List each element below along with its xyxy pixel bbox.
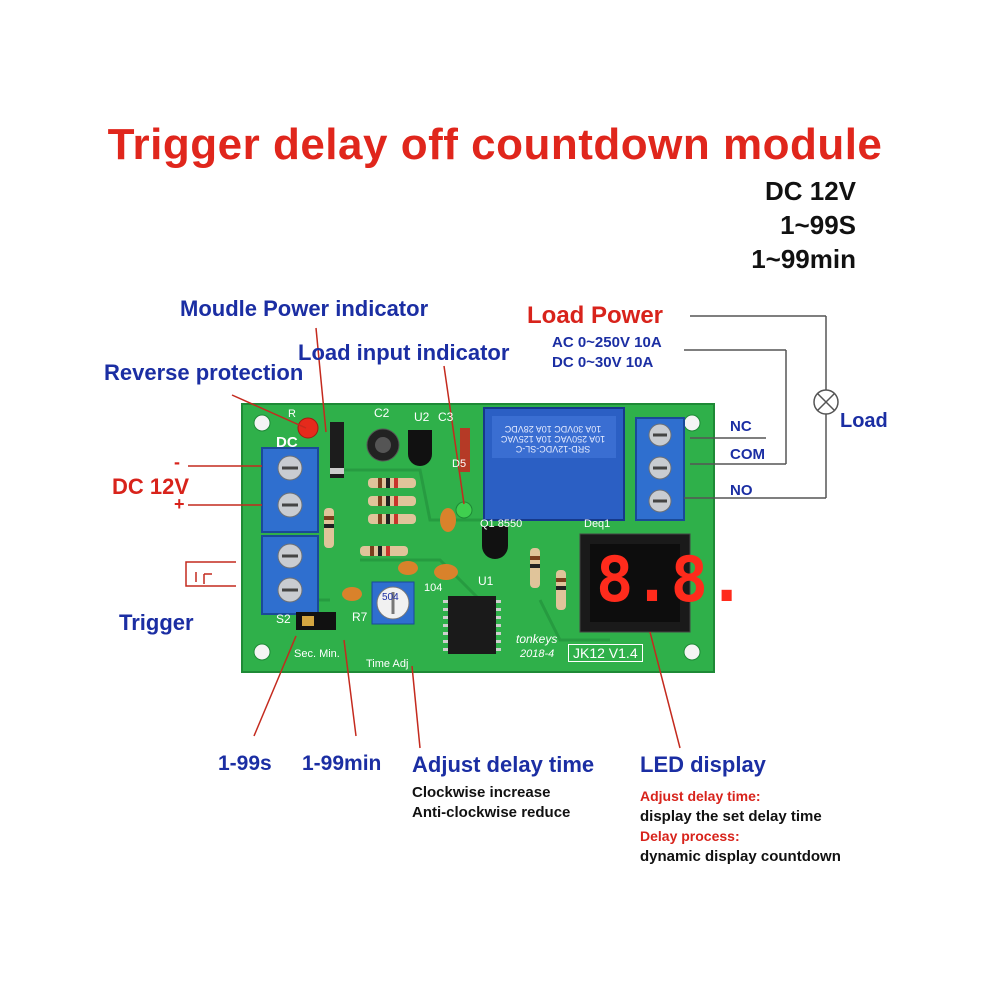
adjust-delay-time-sub: Adjust delay time: xyxy=(640,788,761,804)
board-deq-label: Deq1 xyxy=(584,518,611,530)
load-terminal xyxy=(635,417,685,521)
led-display xyxy=(579,533,691,633)
board-c2-label: C2 xyxy=(374,406,390,420)
board-d5-label: D5 xyxy=(452,458,467,470)
load-led xyxy=(455,501,473,519)
anticlockwise-reduce-text: Anti-clockwise reduce xyxy=(412,804,571,821)
dc-plus-label: + xyxy=(174,494,185,514)
board-dc-label: DC xyxy=(276,434,298,451)
page-title: Trigger delay off countdown module xyxy=(107,120,883,169)
board-date: 2018-4 xyxy=(520,648,555,660)
board-r-label: R xyxy=(288,408,296,420)
min-range-label: 1-99min xyxy=(302,752,382,775)
com-label: COM xyxy=(730,446,765,463)
power-terminal xyxy=(261,447,319,533)
transistor-q1 xyxy=(482,526,508,559)
annotation-lines xyxy=(188,327,681,749)
power-led xyxy=(297,417,319,439)
board-s2-label: S2 xyxy=(276,612,291,626)
potentiometer xyxy=(371,581,415,625)
ac-rating: AC 0~250V 10A xyxy=(552,334,662,351)
key-terminal xyxy=(261,535,319,615)
mounting-holes xyxy=(253,414,701,661)
spec-minutes: 1~99min xyxy=(751,244,856,274)
dc-rating: DC 0~30V 10A xyxy=(552,354,654,371)
dynamic-countdown-text: dynamic display countdown xyxy=(640,848,841,865)
board-104-label: 104 xyxy=(424,582,443,594)
display-set-delay-text: display the set delay time xyxy=(640,808,822,825)
no-label: NO xyxy=(730,482,753,499)
diode xyxy=(330,422,344,478)
load-label: Load xyxy=(840,410,888,432)
diode-d5 xyxy=(460,428,470,472)
board-u2-label: U2 xyxy=(414,410,430,424)
clockwise-increase-text: Clockwise increase xyxy=(412,784,551,801)
jumper-s2 xyxy=(296,612,336,630)
module-power-indicator-label: Moudle Power indicator xyxy=(180,296,429,321)
capacitor-c3 xyxy=(440,508,456,532)
dc-minus-label: - xyxy=(174,452,180,472)
board-r7-label: R7 xyxy=(352,610,368,624)
pot-value: 504 xyxy=(382,592,399,603)
relay-text-3: 10A 30VDC 10A 28VDC xyxy=(504,424,602,434)
adjust-delay-time-label: Adjust delay time xyxy=(412,752,595,777)
sec-range-label: 1-99s xyxy=(218,752,272,775)
trigger-label: Trigger xyxy=(119,610,194,635)
board-sec-min-label: Sec. Min. xyxy=(294,648,340,660)
dc12v-label: DC 12V xyxy=(112,474,190,499)
resistors xyxy=(324,478,566,610)
transistor-u2 xyxy=(408,430,432,466)
ic-u1 xyxy=(443,596,501,654)
relay-text-1: SRD-12VDC-SL-C xyxy=(515,444,591,454)
spec-seconds: 1~99S xyxy=(780,210,856,240)
board-brand: tonkeys xyxy=(516,632,558,646)
reverse-protection-label: Reverse protection xyxy=(104,360,304,385)
board-time-adj-label: Time Adj xyxy=(366,658,409,670)
load-input-indicator-label: Load input indicator xyxy=(298,340,510,365)
led-digits: 8.8. xyxy=(596,543,746,616)
spec-voltage: DC 12V xyxy=(764,176,856,206)
load-power-label: Load Power xyxy=(527,302,664,329)
relay xyxy=(483,407,625,521)
delay-process-label: Delay process: xyxy=(640,828,740,844)
board-u1-label: U1 xyxy=(478,574,494,588)
capacitor-104 xyxy=(434,564,458,580)
trigger-switch-symbol xyxy=(185,561,236,587)
relay-text-2: 10A 250VAC 10A 125VAC xyxy=(500,434,606,444)
load-wiring xyxy=(684,315,839,499)
led-display-label: LED display xyxy=(640,752,766,777)
board-model: JK12 V1.4 xyxy=(568,644,643,662)
nc-label: NC xyxy=(730,418,752,435)
board-c3-label: C3 xyxy=(438,410,454,424)
relay-markings: SRD-12VDC-SL-C 10A 250VAC 10A 125VAC 10A… xyxy=(488,424,618,454)
board-q1-label: Q1 8550 xyxy=(480,518,523,530)
